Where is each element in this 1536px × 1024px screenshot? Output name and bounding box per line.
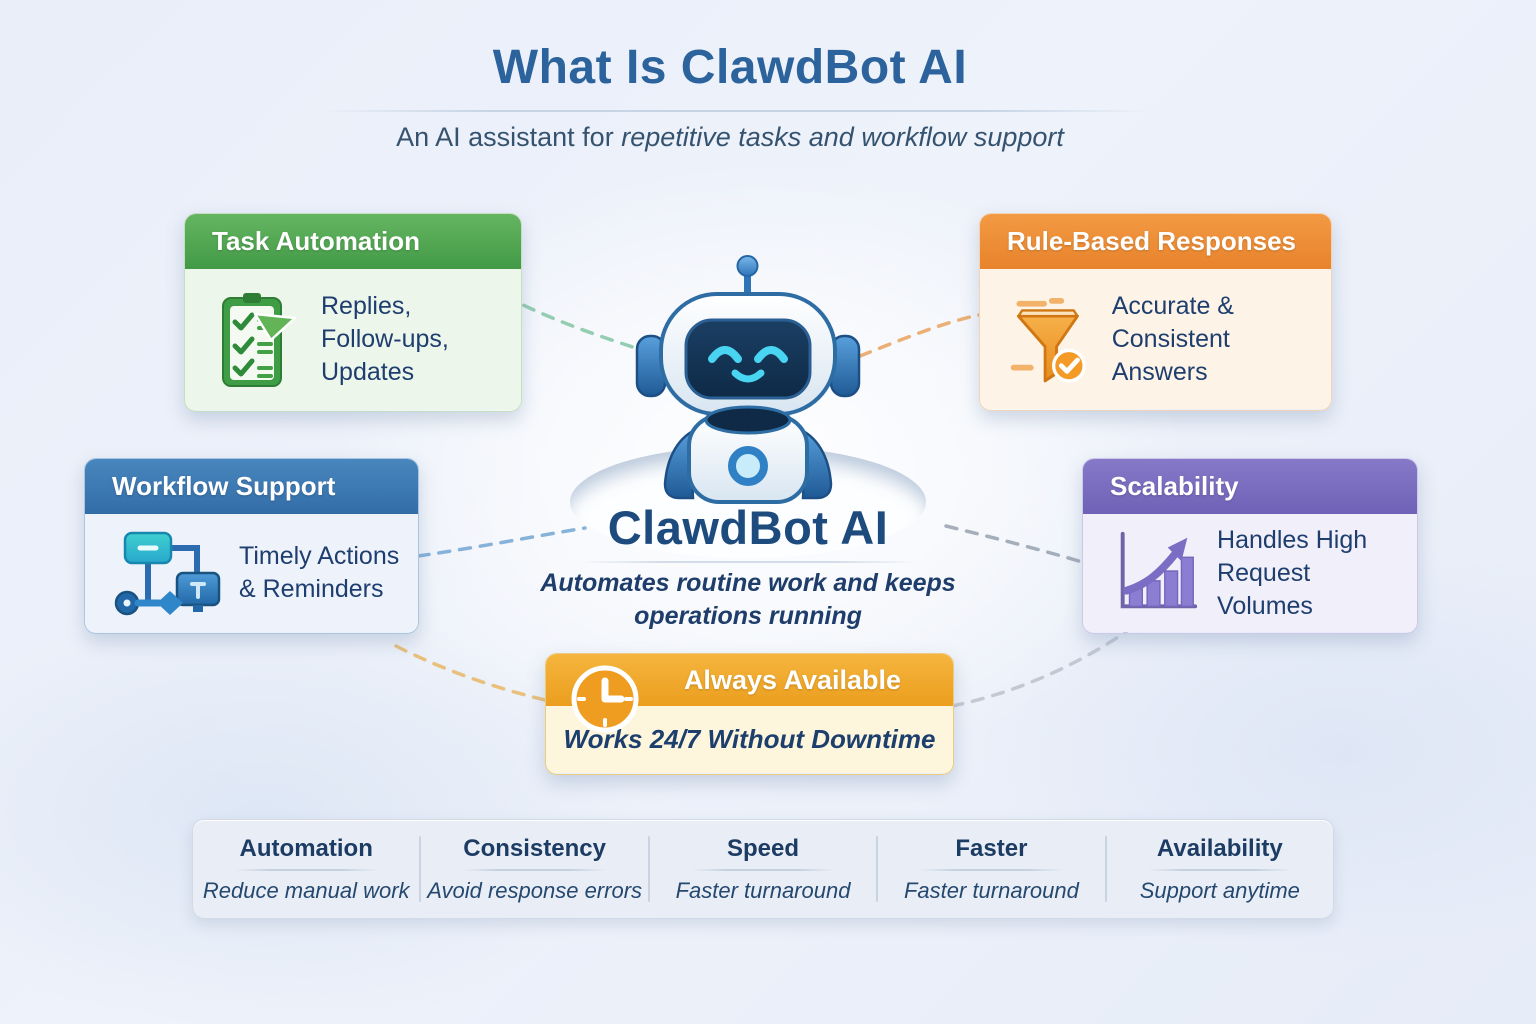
- benefit-automation: Automation Reduce manual work: [193, 820, 419, 918]
- connector-rule-based: [858, 313, 981, 358]
- subtitle-emphasis: repetitive tasks and workflow support: [621, 122, 1064, 152]
- card-rule-based-responses-header: Rule-Based Responses: [980, 214, 1331, 269]
- task-automation-line3: Updates: [321, 358, 415, 386]
- benefit-subtitle: Avoid response errors: [427, 878, 643, 903]
- bot-name: ClawdBot AI: [607, 501, 889, 554]
- benefits-strip: Automation Reduce manual work Consistenc…: [192, 819, 1334, 919]
- bot-tagline-line2: operations running: [634, 602, 862, 630]
- benefit-title: Faster: [955, 835, 1028, 862]
- workflow-line1: Timely Actions: [239, 542, 400, 570]
- page-title: What Is ClawdBot AI: [492, 41, 968, 94]
- card-workflow-support-body: Timely Actions & Reminders: [85, 514, 418, 632]
- bot-tagline-line1: Automates routine work and keeps: [540, 569, 956, 597]
- flowchart-icon: [114, 531, 221, 616]
- clock-icon: [571, 665, 639, 733]
- benefit-title: Availability: [1156, 835, 1283, 862]
- benefit-subtitle: Support anytime: [1139, 878, 1300, 903]
- bot-name-divider: [578, 561, 918, 563]
- strip-divider: [419, 836, 422, 902]
- title-divider: [322, 110, 1150, 112]
- card-task-automation: Task Automation Replies, Follow-ups,: [184, 213, 522, 412]
- subtitle-prefix: An AI assistant for: [396, 122, 622, 152]
- card-workflow-support: Workflow Support Timely Act: [84, 458, 419, 634]
- always-available-text: Works 24/7 Without Downtime: [563, 724, 936, 754]
- benefit-underline: [233, 869, 379, 871]
- clock-icon-wrap: [568, 661, 642, 737]
- card-rule-based-responses-body: Accurate & Consistent Answers: [980, 269, 1331, 409]
- benefit-underline: [462, 869, 608, 871]
- connector-arc-right: [950, 620, 1142, 708]
- background-blob-left: [0, 600, 640, 1024]
- benefit-subtitle: Reduce manual work: [202, 878, 410, 903]
- scalability-line2: Request Volumes: [1217, 558, 1313, 620]
- funnel-check-icon: [1010, 298, 1086, 383]
- card-scalability-header: Scalability: [1083, 459, 1417, 514]
- benefit-subtitle: Faster turnaround: [903, 878, 1079, 903]
- strip-divider: [876, 836, 879, 902]
- scalability-line1: Handles High: [1217, 525, 1368, 554]
- page-subtitle: An AI assistant for repetitive tasks and…: [0, 122, 1460, 153]
- card-scalability-body: Handles High Request Volumes: [1083, 514, 1417, 632]
- benefit-faster: Faster Faster turnaround: [878, 820, 1104, 918]
- benefit-consistency: Consistency Avoid response errors: [421, 820, 647, 918]
- connector-availability: [394, 644, 547, 702]
- checklist-icon: [222, 292, 297, 387]
- rule-based-line1: Accurate &: [1111, 291, 1234, 320]
- benefit-speed: Speed Faster turnaround: [650, 820, 876, 918]
- benefit-subtitle: Faster turnaround: [675, 878, 851, 903]
- card-scalability: Scalability Handles High Request Volumes: [1082, 458, 1418, 634]
- card-rule-based-responses: Rule-Based Responses Accurate & Consiste…: [979, 213, 1332, 411]
- strip-divider: [647, 836, 650, 902]
- card-workflow-support-header: Workflow Support: [85, 459, 418, 514]
- benefit-title: Speed: [727, 835, 800, 862]
- growth-chart-icon: [1120, 531, 1198, 609]
- center-caption: ClawdBot AI Automates routine work and k…: [448, 500, 1048, 633]
- rule-based-line2: Consistent Answers: [1111, 324, 1230, 386]
- strip-divider: [1104, 836, 1107, 902]
- benefit-underline: [918, 869, 1064, 871]
- card-always-available: Always Available Works 24/7 Without Down…: [545, 653, 954, 775]
- card-task-automation-body: Replies, Follow-ups, Updates: [185, 269, 521, 410]
- connector-workflow: [416, 526, 587, 558]
- bot-tagline: Automates routine work and keeps operati…: [448, 567, 1048, 633]
- benefit-title: Automation: [239, 835, 373, 862]
- benefit-underline: [1147, 869, 1293, 871]
- task-automation-line1: Replies,: [321, 292, 412, 320]
- benefit-title: Consistency: [463, 835, 606, 862]
- benefit-availability: Availability Support anytime: [1107, 820, 1333, 918]
- workflow-line2: & Reminders: [239, 575, 384, 603]
- connector-task-automation: [503, 294, 650, 354]
- connector-scalability: [944, 524, 1084, 564]
- robot-mascot-icon: [635, 255, 861, 504]
- benefit-underline: [690, 869, 836, 871]
- task-automation-line2: Follow-ups,: [321, 325, 449, 353]
- card-task-automation-header: Task Automation: [185, 214, 521, 269]
